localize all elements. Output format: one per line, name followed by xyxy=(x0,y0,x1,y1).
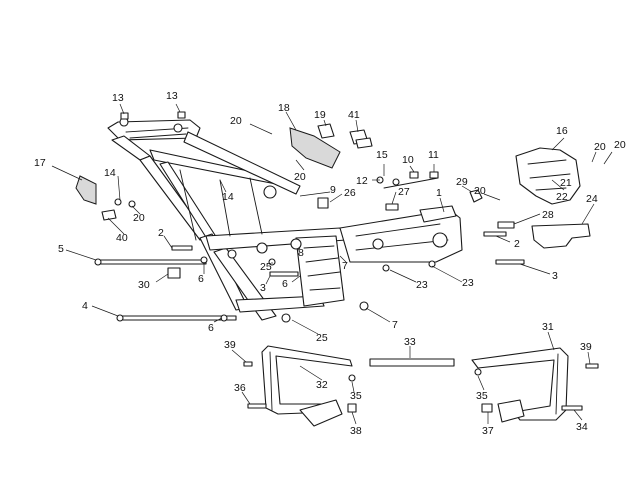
callout-10: 10 xyxy=(402,154,414,166)
callout-18: 18 xyxy=(278,102,290,114)
callout-15: 15 xyxy=(376,149,388,161)
bolt-icon xyxy=(561,405,583,411)
bolt-icon xyxy=(95,259,207,265)
callout-13: 13 xyxy=(166,90,178,102)
callout-23: 23 xyxy=(416,279,428,291)
callout-1: 1 xyxy=(436,187,442,199)
callout-22: 22 xyxy=(556,191,568,203)
callout-20: 20 xyxy=(614,139,626,151)
callout-36: 36 xyxy=(234,382,246,394)
callout-25: 25 xyxy=(316,332,328,344)
nut-icon xyxy=(281,313,291,323)
callout-41: 41 xyxy=(348,109,360,121)
callout-20: 20 xyxy=(294,171,306,183)
callout-5: 5 xyxy=(58,243,64,255)
spacer-tube-icon xyxy=(369,358,455,367)
bolt-icon xyxy=(243,361,253,367)
bracket-icon xyxy=(531,223,591,249)
callout-38: 38 xyxy=(350,425,362,437)
callout-2: 2 xyxy=(158,227,164,239)
main-frame-icon xyxy=(107,117,463,321)
callout-40: 40 xyxy=(116,232,128,244)
callout-9: 9 xyxy=(330,184,336,196)
callout-27: 27 xyxy=(398,186,410,198)
callout-37: 37 xyxy=(482,425,494,437)
callout-16: 16 xyxy=(556,125,568,137)
bolt-icon xyxy=(247,403,267,409)
leader-lines xyxy=(51,103,613,425)
callout-25: 25 xyxy=(260,261,272,273)
callout-30: 30 xyxy=(138,279,150,291)
clip-icon xyxy=(120,112,129,120)
nut-icon xyxy=(428,260,436,268)
callout-31: 31 xyxy=(542,321,554,333)
callout-20: 20 xyxy=(594,141,606,153)
callout-labels: 13 13 17 14 40 20 14 20 18 19 41 20 9 26… xyxy=(34,90,626,437)
bolt-icon xyxy=(483,231,507,237)
nut-icon xyxy=(469,189,483,203)
bolt-icon xyxy=(497,221,515,229)
callout-24: 24 xyxy=(586,193,598,205)
bolt-icon xyxy=(495,259,525,265)
callout-6: 6 xyxy=(282,278,288,290)
bolt-icon xyxy=(117,315,237,321)
crash-bar-icon xyxy=(261,345,353,427)
nut-icon xyxy=(392,178,400,186)
nut-icon xyxy=(382,264,390,272)
callout-8: 8 xyxy=(298,247,304,259)
bolt-icon xyxy=(171,245,193,251)
callout-11: 11 xyxy=(428,149,439,161)
callout-21: 21 xyxy=(560,177,572,189)
spacer-tube-icon xyxy=(347,403,357,413)
callout-13: 13 xyxy=(112,92,124,104)
callout-35: 35 xyxy=(350,390,362,402)
callout-20: 20 xyxy=(133,212,145,224)
bolt-icon xyxy=(585,363,599,369)
callout-14: 14 xyxy=(222,191,234,203)
nut-icon xyxy=(474,368,482,376)
callout-33: 33 xyxy=(404,336,416,348)
callout-32: 32 xyxy=(316,379,328,391)
callout-7: 7 xyxy=(392,319,398,331)
bracket-icon xyxy=(289,127,341,169)
callout-12: 12 xyxy=(356,175,368,187)
spacer-tube-icon xyxy=(385,203,399,211)
bolt-icon xyxy=(269,271,299,277)
callout-14: 14 xyxy=(104,167,116,179)
callout-19: 19 xyxy=(314,109,326,121)
bracket-icon xyxy=(317,123,335,139)
callout-26: 26 xyxy=(344,187,356,199)
callout-2: 2 xyxy=(514,238,520,250)
callout-23: 23 xyxy=(462,277,474,289)
callout-35: 35 xyxy=(476,390,488,402)
side-plate-icon xyxy=(75,175,97,205)
nut-icon xyxy=(220,314,228,322)
callout-28: 28 xyxy=(542,209,554,221)
callout-20: 20 xyxy=(474,185,486,197)
callout-3: 3 xyxy=(552,270,558,282)
spacer-tube-icon xyxy=(317,197,329,209)
callout-6: 6 xyxy=(198,273,204,285)
callout-4: 4 xyxy=(82,300,88,312)
callout-29: 29 xyxy=(456,176,468,188)
bracket-icon xyxy=(101,209,117,221)
callout-7: 7 xyxy=(342,260,348,272)
callout-6: 6 xyxy=(208,322,214,334)
clip-icon xyxy=(177,111,186,119)
callout-17: 17 xyxy=(34,157,46,169)
spacer-tube-icon xyxy=(481,403,493,413)
callout-39: 39 xyxy=(224,339,236,351)
callout-3: 3 xyxy=(260,282,266,294)
crash-bar-icon xyxy=(471,347,569,423)
callout-39: 39 xyxy=(580,341,592,353)
bracket-icon xyxy=(167,267,181,279)
callout-34: 34 xyxy=(576,421,588,433)
callout-20: 20 xyxy=(230,115,242,127)
nut-icon xyxy=(348,374,356,382)
